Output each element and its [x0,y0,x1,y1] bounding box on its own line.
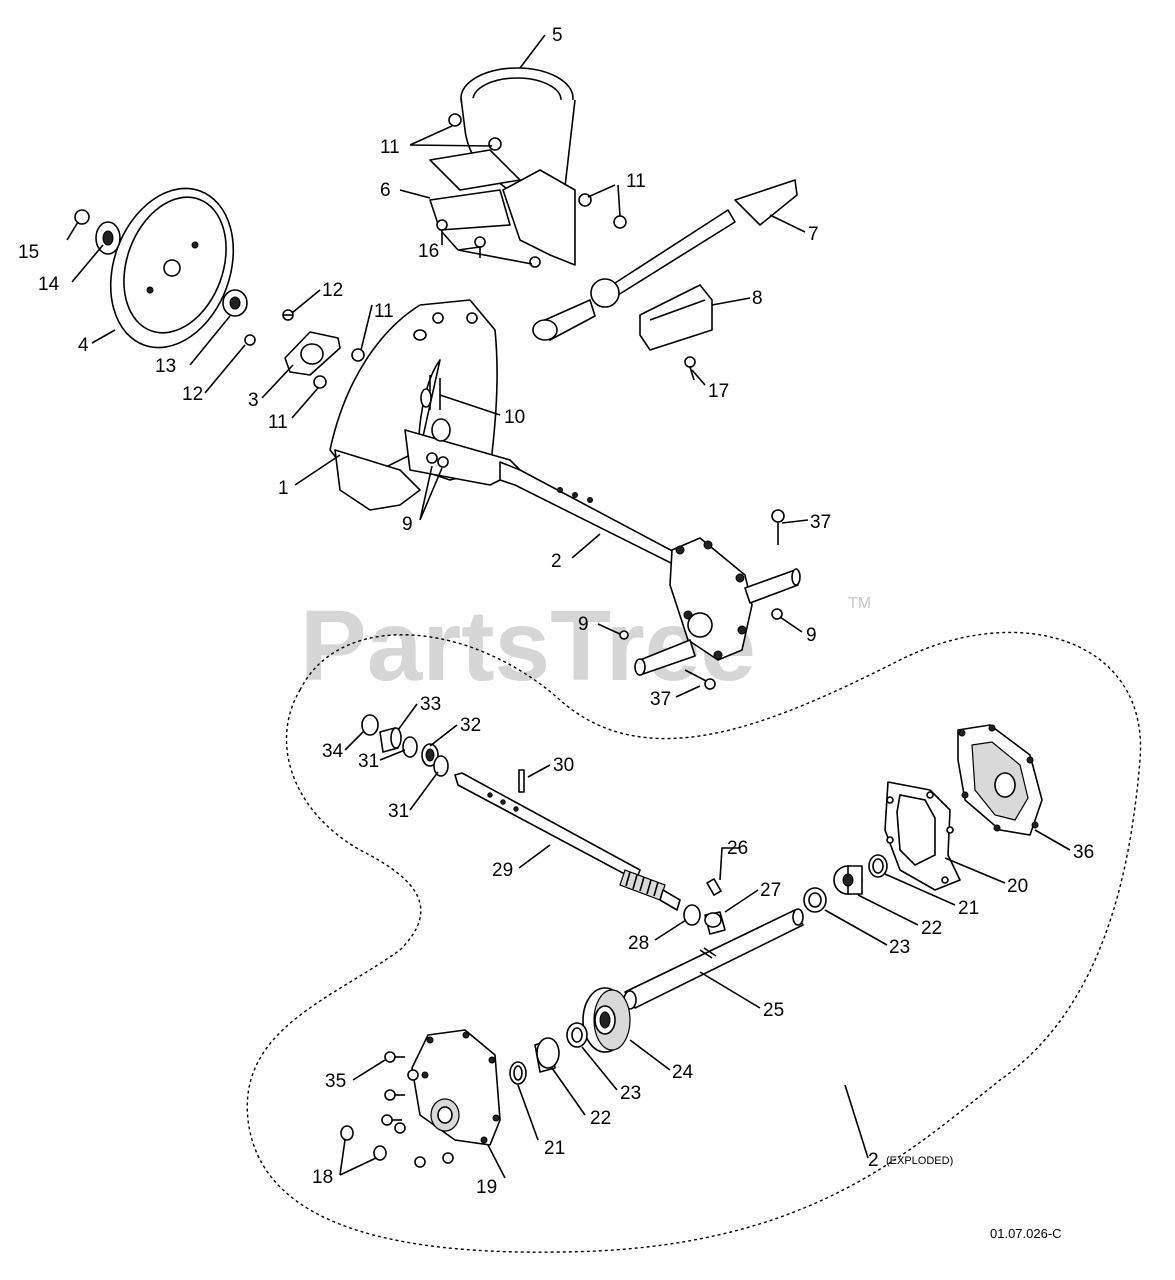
callout-31-upper: 31 [358,751,379,772]
pulley [109,187,235,349]
callout-16: 16 [418,241,439,262]
nut-15 [74,209,90,225]
callout-11-housing: 11 [374,301,394,322]
chute-plate [429,149,521,231]
callout-23-upper: 23 [889,937,910,958]
bearing-flange [284,331,341,376]
drawing-code: 01.07.026-C [990,1226,1062,1241]
callout-25: 25 [763,1000,784,1021]
exploded-label-number: 2 [868,1150,879,1171]
auger-shaft-25 [623,908,804,1010]
callout-5: 5 [552,25,563,46]
callout-24: 24 [672,1062,694,1083]
leader-lines [66,34,1071,1179]
callout-8: 8 [752,288,763,309]
callout-32: 32 [460,715,481,736]
washer-31b [433,755,449,777]
crank-bracket [639,284,713,351]
pin-30 [518,769,525,793]
callout-37-lower: 37 [650,689,671,710]
key-26 [706,878,722,896]
callout-15: 15 [18,242,39,263]
callout-11-chute: 11 [380,137,400,158]
callout-19: 19 [476,1177,497,1198]
callout-12-upper: 12 [322,280,343,301]
callout-4: 4 [78,335,89,356]
bearing-13 [222,289,248,317]
callout-14: 14 [38,274,60,295]
callout-20: 20 [1007,876,1028,897]
callout-21-upper: 21 [958,898,979,919]
gearcase-nuts [619,608,783,640]
exploded-view-boundary [246,631,1142,1253]
callout-11-right: 11 [626,171,646,192]
callout-18: 18 [312,1167,333,1188]
callout-2: 2 [551,551,562,572]
collar-27 [704,911,726,935]
callout-21-lower: 21 [544,1138,565,1159]
callout-27: 27 [760,880,781,901]
exploded-label-suffix: (EXPLODED) [886,1155,953,1167]
callout-22-upper: 22 [921,918,942,939]
worm-shaft [454,772,681,911]
auger-housing [329,299,521,511]
callout-3: 3 [248,390,259,411]
chute-crank [532,179,798,341]
bushing-22b [534,1037,560,1073]
callout-34: 34 [322,741,344,762]
gearcase-half-19 [411,1029,501,1146]
callout-28: 28 [628,933,649,954]
callout-9-housing: 9 [402,514,413,535]
watermark-trademark: TM [848,595,871,612]
callout-26: 26 [727,838,748,859]
bracket-screw [684,356,696,381]
gearcase-bolts [684,509,785,690]
housing-bolts [420,375,441,410]
callout-35: 35 [325,1071,346,1092]
bushing-33 [379,727,402,753]
worm-gear-24 [582,987,631,1053]
housing-nuts [426,452,449,468]
callout-9-right: 9 [806,625,817,646]
callout-23-lower: 23 [620,1083,641,1104]
callout-17: 17 [708,381,729,402]
seal-34 [361,714,379,736]
gearcase-assembly [499,461,801,676]
bushing-22a [833,865,863,895]
callout-29: 29 [492,860,513,881]
callout-7: 7 [808,224,819,245]
callout-12-lower: 12 [182,384,203,405]
callout-33: 33 [420,694,441,715]
plugs-18 [340,1125,387,1161]
callout-9-left: 9 [578,614,589,635]
callout-31-lower: 31 [388,801,409,822]
gasket-20 [884,781,961,891]
callout-11-flange: 11 [268,412,288,433]
callout-1: 1 [278,478,289,499]
screws-35 [381,1051,454,1168]
callout-13: 13 [155,356,176,377]
callout-30: 30 [553,755,574,776]
gearcase-half-36 [957,724,1043,836]
callout-22-lower: 22 [590,1108,611,1129]
callout-6: 6 [380,180,391,201]
flange-screws [244,309,365,389]
callout-36: 36 [1073,842,1094,863]
callout-37-upper: 37 [810,512,831,533]
callout-10: 10 [504,407,525,428]
washer-28 [683,904,701,926]
washer-31a [402,736,418,758]
